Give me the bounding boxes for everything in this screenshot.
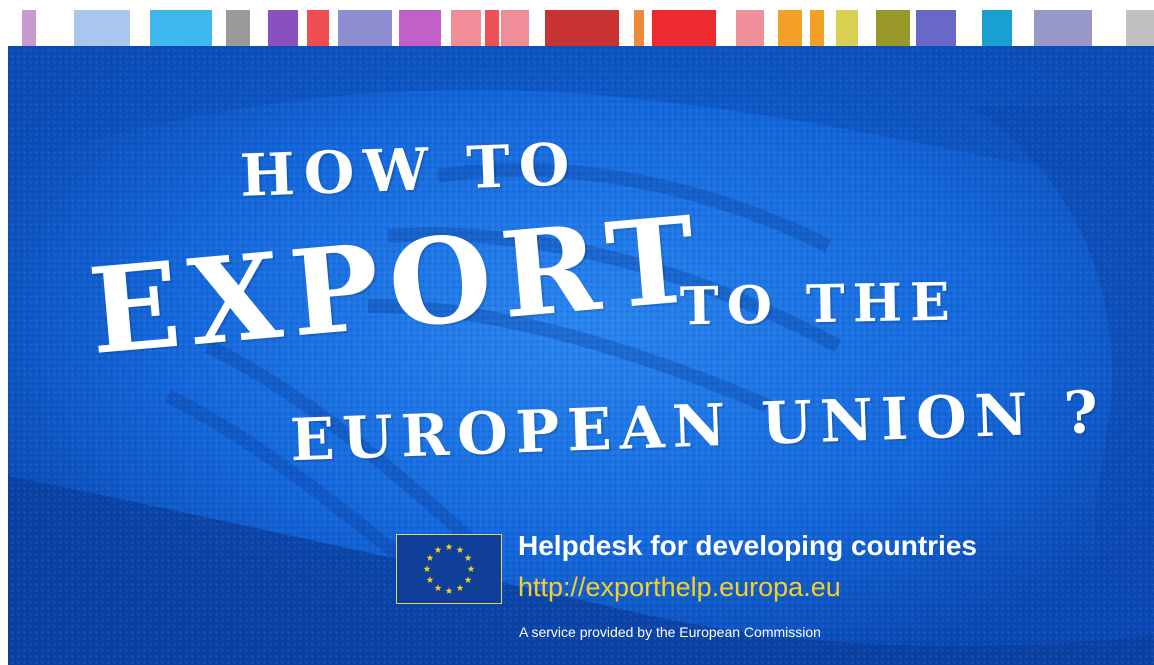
color-swatch	[399, 10, 441, 46]
headline-how-to: HOW TO	[238, 130, 580, 210]
color-swatch	[501, 10, 529, 46]
color-swatch	[634, 10, 644, 46]
flag-star	[464, 554, 472, 561]
flag-star	[464, 576, 472, 583]
headline-to-the: TO THE	[679, 271, 959, 338]
color-swatch	[545, 10, 619, 46]
color-swatch	[74, 10, 130, 46]
flag-stars	[423, 543, 475, 594]
helpdesk-title: Helpdesk for developing countries	[518, 530, 977, 561]
color-swatch	[836, 10, 858, 46]
color-swatch	[982, 10, 1012, 46]
color-swatch	[810, 10, 824, 46]
flag-star	[434, 584, 442, 591]
color-swatch	[485, 10, 499, 46]
service-note: A service provided by the European Commi…	[519, 624, 821, 640]
color-swatch	[268, 10, 298, 46]
color-swatch	[226, 10, 250, 46]
color-swatch	[307, 10, 329, 46]
color-swatch	[778, 10, 802, 46]
flag-star	[445, 587, 453, 594]
export-banner: HOW TO EXPORT TO THE EUROPEAN UNION ? He…	[8, 46, 1154, 665]
color-swatch	[1126, 10, 1154, 46]
color-swatch	[1034, 10, 1092, 46]
flag-star	[426, 576, 434, 583]
flag-star	[445, 543, 453, 550]
color-swatch	[876, 10, 910, 46]
helpdesk-url-link[interactable]: http://exporthelp.europa.eu	[518, 572, 841, 602]
color-swatch	[150, 10, 212, 46]
color-swatch	[338, 10, 392, 46]
color-stripe-bar	[0, 0, 1154, 46]
flag-star	[456, 584, 464, 591]
eu-flag-icon	[396, 534, 502, 604]
color-swatch	[22, 10, 36, 46]
flag-star	[426, 554, 434, 561]
flag-star	[423, 565, 431, 572]
cacao-sack-background	[8, 46, 1154, 665]
flag-star	[434, 546, 442, 553]
color-swatch	[916, 10, 956, 46]
color-swatch	[652, 10, 716, 46]
color-swatch	[736, 10, 764, 46]
flag-star	[456, 546, 464, 553]
color-swatch	[451, 10, 481, 46]
flag-star	[467, 565, 475, 572]
